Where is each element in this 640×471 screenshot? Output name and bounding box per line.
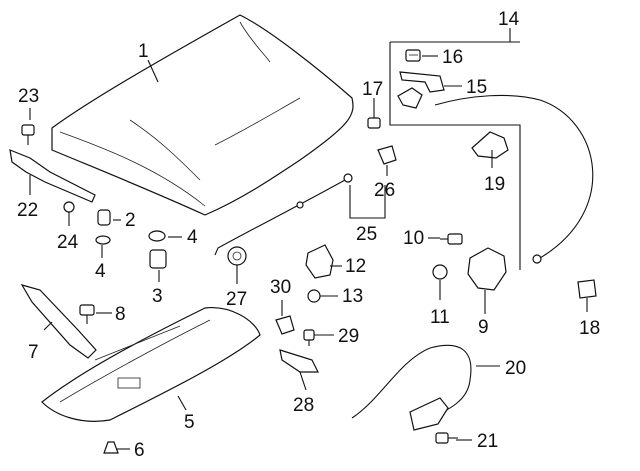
callout-2: 2 [125,210,136,231]
callout-24: 24 [57,232,79,253]
bolt-part-23 [21,124,35,145]
callout-29: 29 [338,326,359,347]
callout-23: 23 [18,86,39,107]
grommet-part-27 [227,246,247,266]
callout-1: 1 [138,41,149,62]
callout-4a: 4 [95,261,106,282]
bolt-part-17 [367,112,381,129]
hood-latch-part-9 [467,247,507,291]
callout-26: 26 [374,180,395,201]
hood-panel [51,14,354,216]
leader-25-bracket [349,185,386,219]
grommet-part-4a [95,235,111,245]
hood-prop-rod [214,173,353,256]
clip-part-18 [577,279,597,299]
callout-5: 5 [184,412,195,433]
hinge-part-22 [9,149,96,203]
callout-11: 11 [430,307,450,328]
nut-part-13 [307,289,321,303]
bumper-part-11 [432,264,448,280]
bumper-part-3 [149,249,167,269]
nut-part-16 [405,49,421,62]
grommet-part-24 [63,201,75,213]
callout-16: 16 [442,47,463,68]
callout-17: 17 [362,79,383,100]
bolt-part-10 [440,233,463,245]
cable-assembly-box [389,28,521,270]
callout-12: 12 [345,256,366,277]
cable-end-fitting [532,254,542,264]
secondary-cable-bracket [409,397,449,431]
callout-4b: 4 [187,227,198,248]
clip-part-6 [103,441,119,454]
cable-clip [397,87,423,109]
release-handle-part-19 [471,131,509,159]
bracket-part-12 [305,244,334,279]
release-cable [434,94,594,259]
callout-3: 3 [152,286,163,307]
callout-8: 8 [115,304,126,325]
clip-part-26 [377,145,397,165]
callout-22: 22 [17,200,38,221]
callout-30: 30 [270,277,291,298]
callout-27: 27 [226,289,247,310]
callout-13: 13 [342,286,363,307]
clip-part-30 [275,315,295,335]
secondary-cable [351,344,472,421]
callout-18: 18 [579,318,600,339]
callout-19: 19 [484,174,505,195]
callout-14: 14 [498,9,520,30]
bracket-part-28 [279,349,319,373]
leader-lines [29,55,588,450]
grommet-part-4b [148,230,166,242]
bumper-part-2 [97,209,111,226]
callout-28: 28 [293,395,314,416]
callout-21: 21 [477,431,498,452]
callout-numbers: 1 2 3 4 4 5 6 7 8 9 10 11 12 13 14 15 16… [17,9,600,461]
hood-insulator-pad [41,307,261,422]
bolt-part-29 [303,329,315,346]
bolt-part-21 [435,432,458,444]
cable-bracket-part-15 [399,71,445,93]
clip-part-8 [79,304,95,324]
callout-9: 9 [478,317,489,338]
seal-part-7 [20,284,97,359]
callout-15: 15 [466,77,487,98]
callout-6: 6 [134,440,145,461]
callout-10: 10 [403,228,424,249]
callout-7: 7 [28,342,39,363]
callout-25: 25 [356,224,377,245]
callout-20: 20 [505,358,526,379]
